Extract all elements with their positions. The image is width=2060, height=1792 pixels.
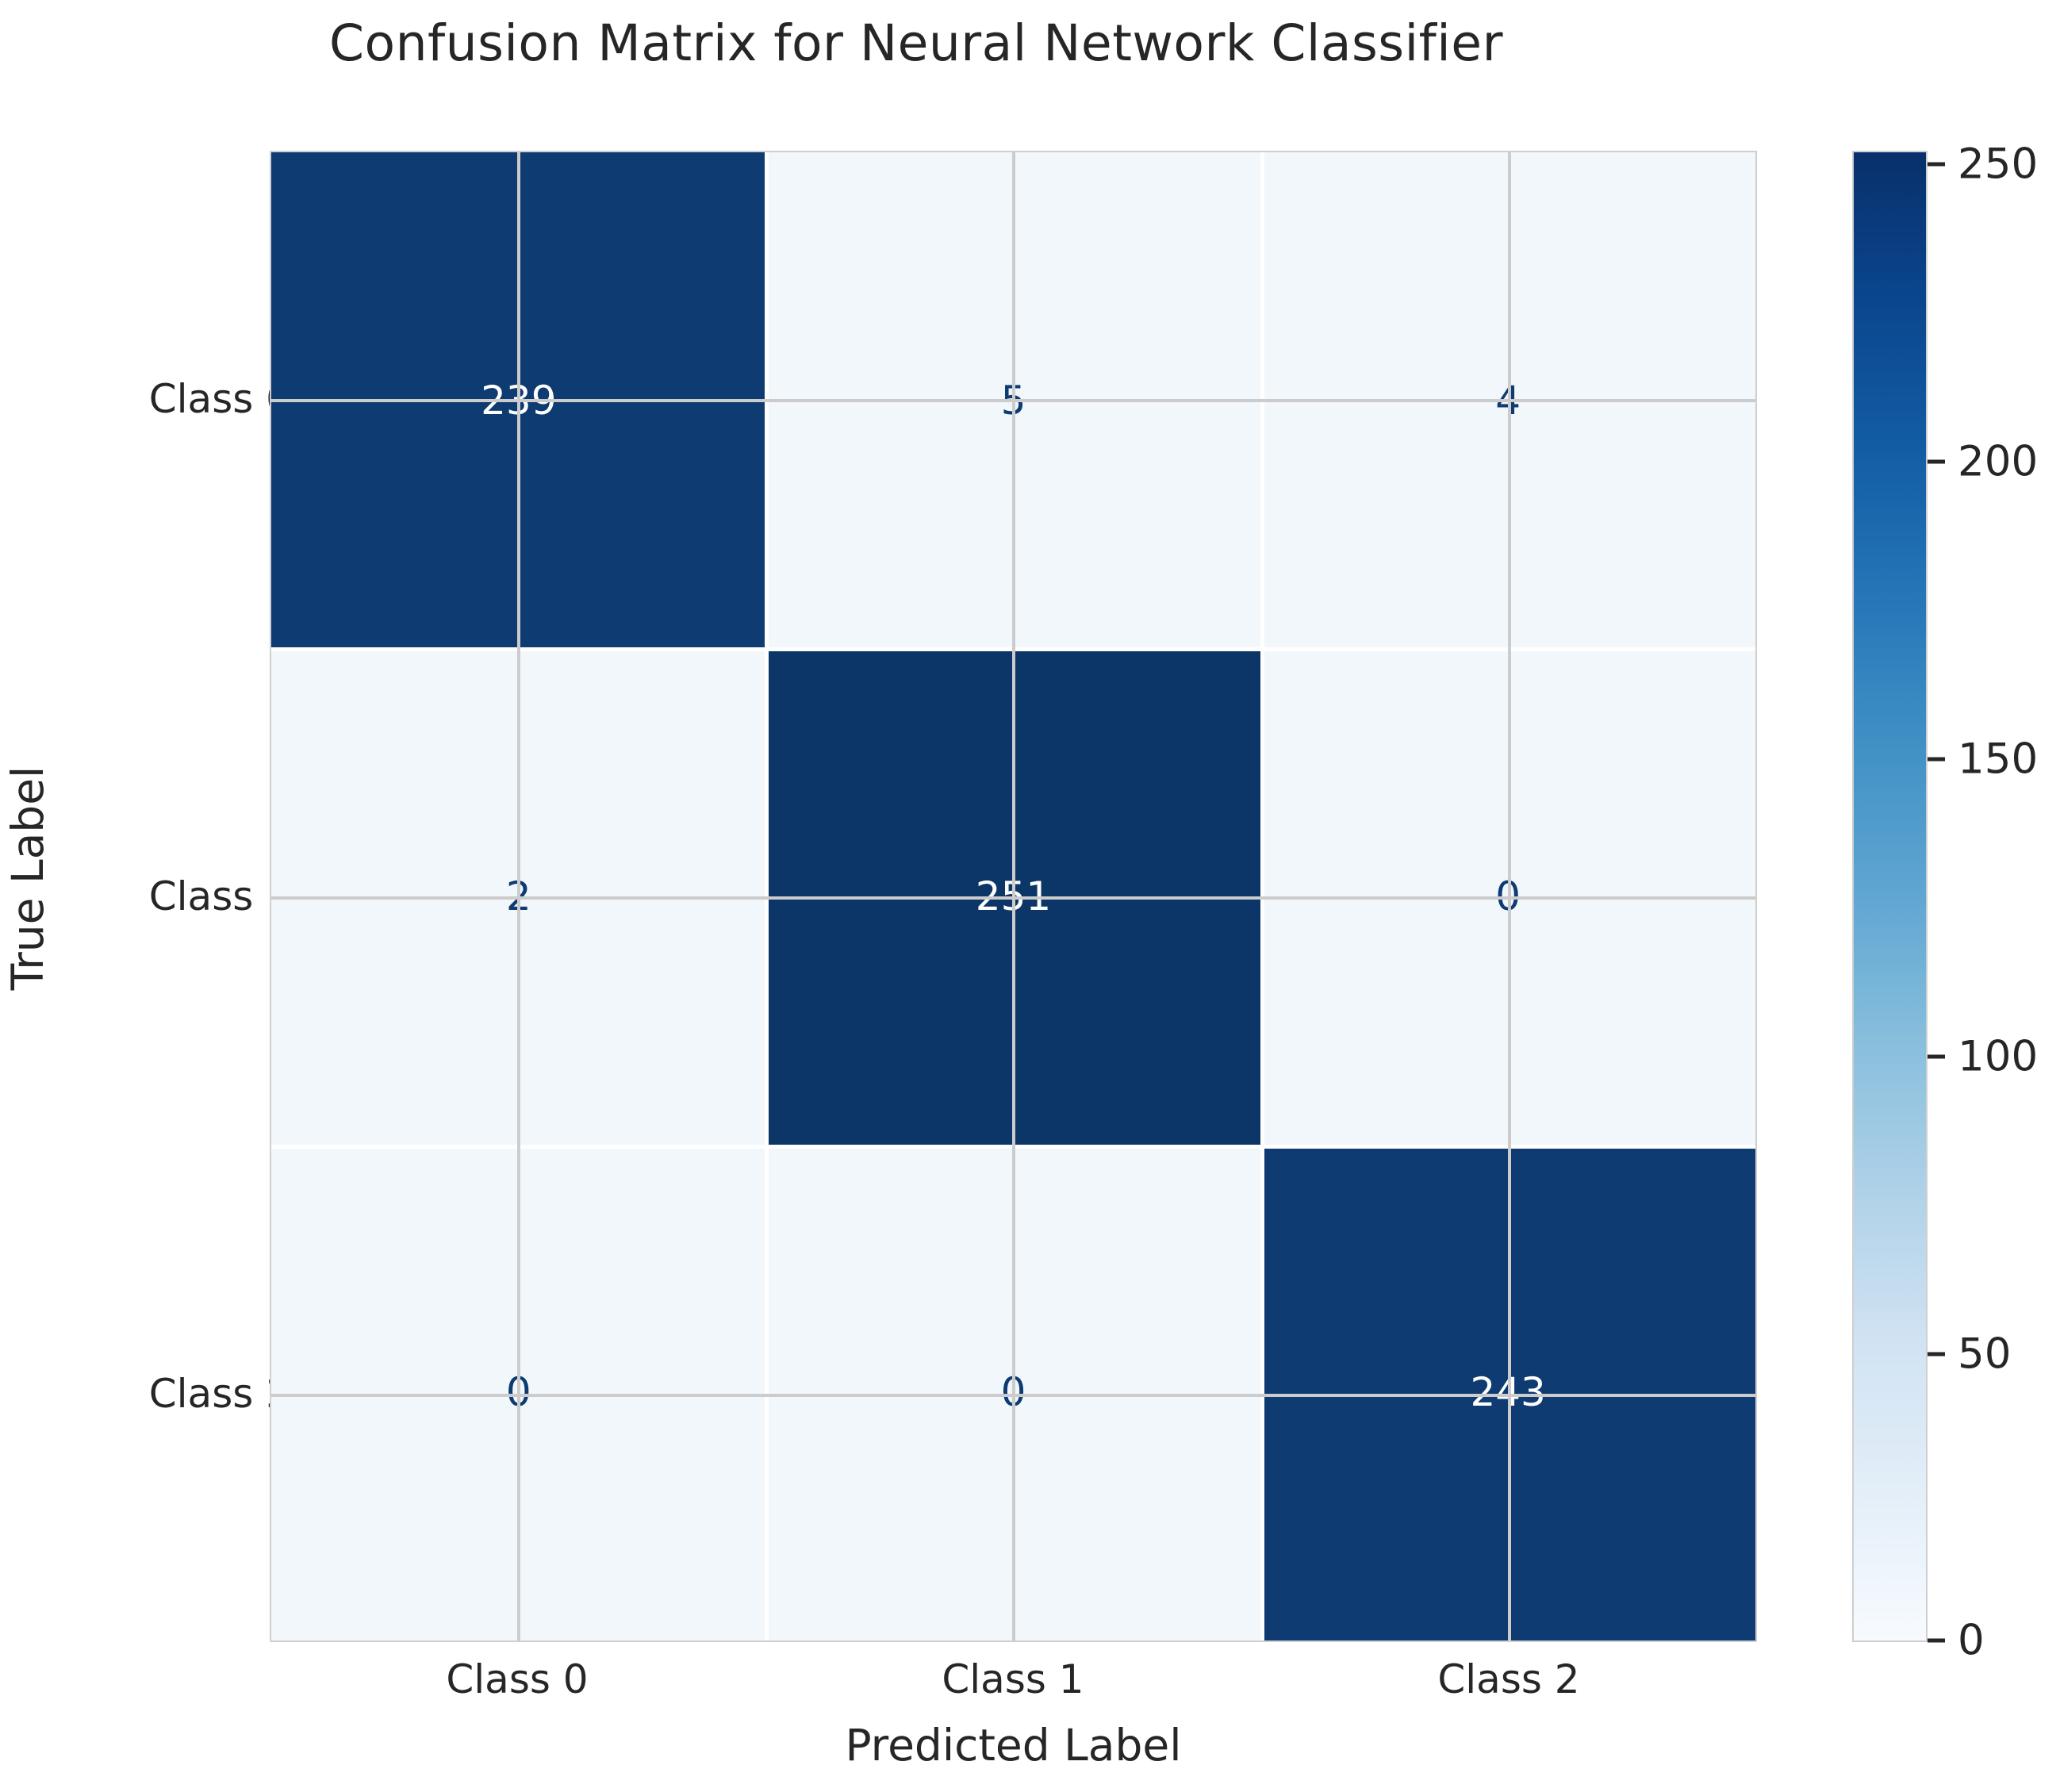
heatmap-cell-grid: 239 5 4 2 251 0 0 0 243 xyxy=(271,152,1755,1640)
colorbar-tick-text: 50 xyxy=(1958,1330,2012,1379)
heatmap-cell-1-2[interactable]: 0 xyxy=(1260,648,1755,1145)
colorbar-tick-mark xyxy=(1928,757,1945,762)
colorbar-gradient xyxy=(1852,151,1928,1642)
colorbar-tick-mark xyxy=(1928,162,1945,167)
colorbar-tick-text: 250 xyxy=(1958,140,2039,189)
colorbar-tick-text: 0 xyxy=(1958,1616,1985,1665)
colorbar-tick-50: 50 xyxy=(1928,1333,2011,1376)
chart-title: Confusion Matrix for Neural Network Clas… xyxy=(329,14,1503,72)
heatmap-cell-1-0[interactable]: 2 xyxy=(271,648,766,1145)
colorbar-tick-250: 250 xyxy=(1928,144,2038,186)
colorbar-tick-mark xyxy=(1928,1352,1945,1356)
cell-value: 239 xyxy=(481,377,557,424)
cell-value: 0 xyxy=(505,1369,531,1416)
y-axis-label: True Label xyxy=(2,766,53,991)
colorbar-tick-0: 0 xyxy=(1928,1620,1985,1662)
y-tick-label-class-1: Class 1 xyxy=(148,873,291,919)
heatmap-cell-2-1[interactable]: 0 xyxy=(765,1144,1261,1640)
y-tick-label-class-0: Class 0 xyxy=(148,376,291,422)
colorbar-tick-text: 200 xyxy=(1958,437,2039,486)
x-tick-label-class-0: Class 0 xyxy=(446,1656,589,1702)
x-axis-label: Predicted Label xyxy=(845,1720,1182,1771)
colorbar-tick-100: 100 xyxy=(1928,1036,2038,1078)
colorbar-tick-text: 150 xyxy=(1958,735,2039,784)
heatmap-cell-1-1[interactable]: 251 xyxy=(765,648,1261,1145)
cell-value: 4 xyxy=(1495,377,1521,424)
heatmap-cell-0-2[interactable]: 4 xyxy=(1260,152,1755,649)
colorbar-tick-mark xyxy=(1928,459,1945,464)
cell-value: 5 xyxy=(1000,377,1026,424)
heatmap-cell-0-1[interactable]: 5 xyxy=(765,152,1261,649)
heatmap-axes: 239 5 4 2 251 0 0 0 243 xyxy=(270,151,1757,1642)
y-tick-label-class-2: Class 2 xyxy=(148,1371,291,1417)
cell-value: 243 xyxy=(1470,1369,1546,1416)
cell-value: 0 xyxy=(1000,1369,1026,1416)
cell-value: 2 xyxy=(505,873,531,919)
cell-value: 0 xyxy=(1495,873,1521,919)
heatmap-cell-0-0[interactable]: 239 xyxy=(271,152,766,649)
cell-value: 251 xyxy=(975,873,1052,919)
heatmap-cell-2-2[interactable]: 243 xyxy=(1260,1144,1755,1640)
colorbar-tick-mark xyxy=(1928,1054,1945,1059)
x-tick-label-class-2: Class 2 xyxy=(1437,1656,1580,1702)
colorbar-tick-text: 100 xyxy=(1958,1032,2039,1081)
colorbar-tick-mark xyxy=(1928,1638,1945,1643)
x-tick-label-class-1: Class 1 xyxy=(942,1656,1084,1702)
colorbar-tick-150: 150 xyxy=(1928,739,2038,781)
heatmap-cell-2-0[interactable]: 0 xyxy=(271,1144,766,1640)
colorbar-tick-200: 200 xyxy=(1928,441,2038,483)
